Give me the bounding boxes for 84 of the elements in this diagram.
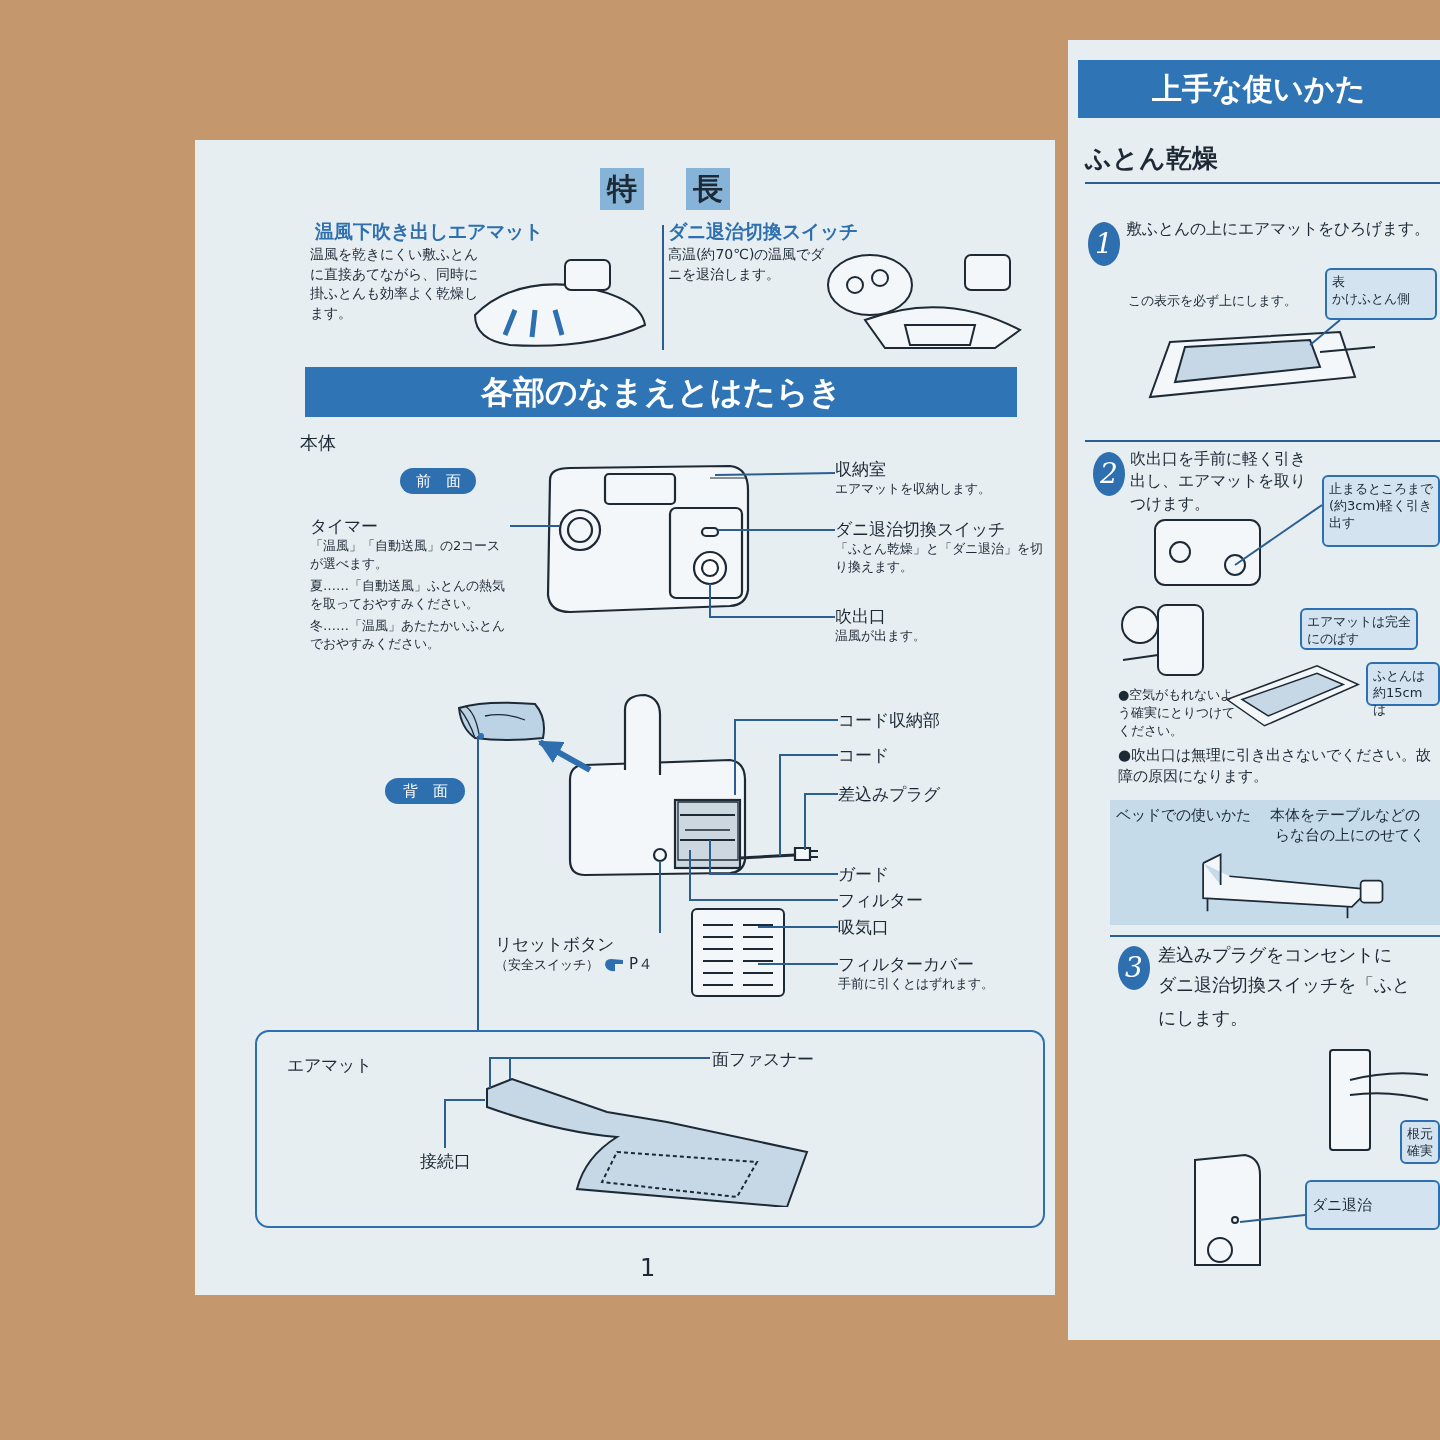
leader-line: [689, 849, 839, 901]
part-name: 吸気口: [838, 916, 890, 938]
panel-text: らな台の上にのせてく: [1275, 826, 1425, 845]
unit-heading: 本体: [300, 431, 336, 455]
part-description: 「温風」「自動送風」の2コースが選べます。: [310, 537, 502, 573]
step-instruction: 敷ふとんの上にエアマットをひろげます。: [1126, 218, 1431, 240]
leader-line: [1309, 319, 1341, 346]
callout-text: 約15cmは: [1373, 684, 1424, 718]
callout-text: 表: [1332, 273, 1346, 290]
callout-text: ふとんは: [1373, 667, 1426, 684]
part-name: 接続口: [420, 1150, 472, 1172]
note-text: ●空気がもれないよう確実にとりつけてください。: [1118, 686, 1236, 741]
leader-line: [709, 839, 839, 875]
step-instruction: ダニ退治切換スイッチを「ふと: [1158, 973, 1410, 997]
panel-text: 本体をテーブルなどの: [1270, 806, 1420, 825]
leader-line: [489, 1057, 711, 1089]
leader-line: [509, 525, 561, 527]
part-name: タイマー: [310, 515, 378, 537]
tip-panel: [1110, 800, 1440, 925]
callout-box: [1325, 268, 1437, 320]
callout-text: 止まるところまで(約3cm)軽く引き出す: [1329, 480, 1433, 531]
leader-line: [709, 583, 836, 618]
part-description: 「ふとん乾燥」と「ダニ退治」を切り換えます。: [835, 540, 1044, 576]
part-name: 面ファスナー: [712, 1048, 815, 1070]
part-name: リセットボタン: [495, 933, 615, 955]
leader-line: [757, 926, 839, 928]
callout-text: かけふとん側: [1332, 290, 1411, 307]
leader-line: [804, 793, 839, 851]
part-name: ダニ退治切換スイッチ: [835, 518, 1006, 540]
part-name: 差込みプラグ: [838, 783, 941, 805]
step-instruction: にします。: [1158, 1006, 1248, 1030]
leader-line: [1239, 1214, 1306, 1223]
part-name: フィルター: [838, 889, 924, 911]
part-name: フィルターカバー: [838, 953, 975, 975]
step-instruction: 吹出口を手前に軽く引き出し、エアマットを取りつけます。: [1130, 448, 1307, 515]
part-name: コード収納部: [838, 709, 941, 731]
view-badge: 前 面: [400, 468, 476, 494]
page-number: 1: [640, 1253, 656, 1284]
view-badge: 背 面: [385, 778, 465, 804]
note-text: ●吹出口は無理に引き出さないでください。故障の原因になります。: [1118, 745, 1433, 787]
part-note: （安全スイッチ）: [495, 955, 599, 974]
panel-heading: ベッドでの使いかた: [1116, 806, 1251, 825]
part-description: 温風が出ます。: [835, 627, 927, 645]
heading-box: 特: [600, 168, 644, 210]
feature-heading: ダニ退治切換スイッチ: [668, 219, 858, 244]
callout-text: 確実: [1407, 1142, 1433, 1159]
callout-text: ダニ退治: [1312, 1195, 1373, 1216]
step-instruction: 差込みプラグをコンセントに: [1158, 943, 1392, 967]
part-name: ガード: [838, 863, 890, 885]
feature-description: 温風を乾きにくい敷ふとんに直接あてながら、同時に掛ふとんも効率よく乾燥します。: [310, 245, 479, 323]
part-name: 吹出口: [835, 605, 887, 627]
subsection-heading: ふとん乾燥: [1085, 142, 1218, 175]
leader-line: [714, 472, 836, 476]
feature-heading: 温風下吹き出しエアマット: [315, 219, 543, 244]
leader-line: [1234, 504, 1323, 566]
heading-box: 長: [686, 168, 730, 210]
callout-box: [1300, 608, 1418, 650]
panel-title: エアマット: [287, 1054, 372, 1076]
filter-cover-drawing: [688, 905, 788, 1000]
page-reference: P４: [629, 955, 654, 974]
callout-text: エアマットは完全にのばす: [1307, 613, 1411, 647]
leader-line: [779, 754, 839, 857]
leader-line: [734, 719, 839, 796]
part-description: エアマットを収納します。: [835, 480, 992, 498]
leader-line: [477, 735, 479, 1031]
part-description: 手前に引くとはずれます。: [838, 975, 995, 993]
section-banner: 各部のなまえとはたらき: [305, 367, 1017, 417]
note-text: この表示を必ず上にします。: [1128, 292, 1297, 310]
section-banner: 上手な使いかた: [1078, 60, 1440, 118]
air-mat-panel: [255, 1030, 1045, 1228]
callout-box: [1322, 475, 1440, 547]
part-name: コード: [838, 744, 890, 766]
leader-line: [757, 963, 839, 965]
callout-text: 根元: [1407, 1125, 1433, 1142]
note-text: 冬……「温風」あたたかいふとんでおやすみください。: [310, 617, 506, 653]
callout-box: [1400, 1120, 1440, 1164]
part-name: 収納室: [835, 458, 887, 480]
feature-description: 高温(約70℃)の温風でダニを退治します。: [668, 245, 826, 284]
arrow: [537, 739, 592, 773]
note-text: 夏……「自動送風」ふとんの熱気を取っておやすみください。: [310, 577, 506, 613]
leader-line: [659, 860, 661, 934]
leader-line: [717, 529, 836, 531]
leader-line: [444, 1099, 486, 1149]
callout-box: [1305, 1180, 1440, 1230]
